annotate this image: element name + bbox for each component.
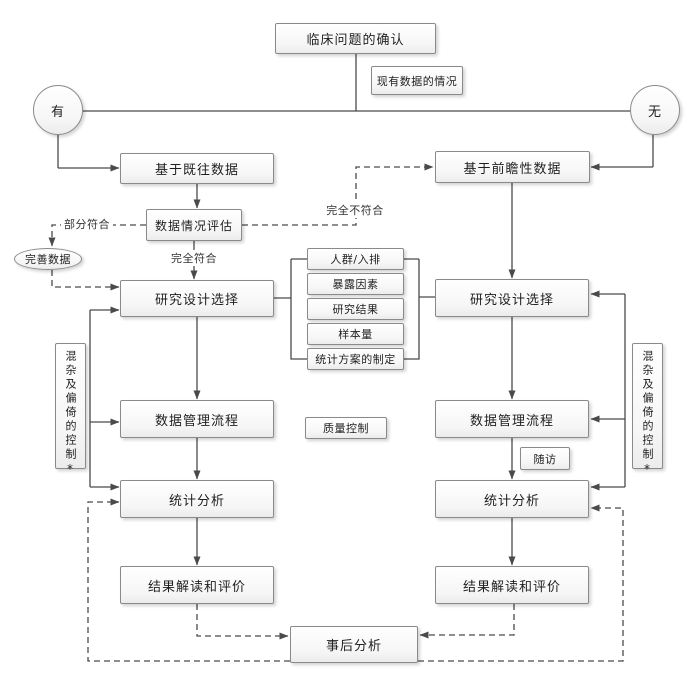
node-quality-control: 质量控制: [305, 417, 387, 439]
node-confounding-control-left: 混杂及偏倚的控制 *: [55, 343, 86, 475]
confounding-control-asterisk: *: [67, 462, 74, 476]
node-data-assessment: 数据情况评估: [146, 209, 242, 241]
node-clinical-question: 临床问题的确认: [275, 23, 436, 54]
node-statistical-analysis-left: 统计分析: [120, 480, 274, 518]
node-design-element-outcome: 研究结果: [307, 298, 404, 320]
node-design-element-population: 人群/入排: [307, 248, 404, 270]
node-statistical-analysis-right: 统计分析: [435, 480, 589, 518]
node-based-on-prospective-data: 基于前瞻性数据: [435, 151, 590, 183]
node-design-element-statistical-plan: 统计方案的制定: [307, 348, 404, 370]
node-branch-yes: 有: [33, 85, 83, 135]
confounding-control-text: 混杂及偏倚的控制: [64, 350, 77, 462]
node-improve-data: 完善数据: [14, 248, 82, 270]
node-study-design-right: 研究设计选择: [435, 279, 589, 317]
node-branch-no: 无: [630, 85, 680, 135]
node-result-interpretation-left: 结果解读和评价: [120, 566, 274, 604]
node-follow-up: 随访: [520, 447, 570, 470]
node-data-management-right: 数据管理流程: [435, 400, 589, 438]
edge-label-partially-meets: 部分符合: [61, 216, 113, 232]
node-data-management-left: 数据管理流程: [120, 400, 274, 438]
node-result-interpretation-right: 结果解读和评价: [435, 566, 589, 604]
node-post-hoc-analysis: 事后分析: [290, 626, 418, 663]
edge-label-fully-not-meets: 完全不符合: [323, 202, 387, 218]
node-study-design-left: 研究设计选择: [120, 280, 274, 317]
edge-label-fully-meets: 完全符合: [168, 250, 220, 266]
node-based-on-past-data: 基于既往数据: [120, 153, 274, 184]
confounding-control-asterisk: *: [644, 462, 651, 476]
node-confounding-control-right: 混杂及偏倚的控制 *: [632, 343, 663, 475]
node-existing-data-note: 现有数据的情况: [371, 66, 463, 95]
node-design-element-sample-size: 样本量: [307, 323, 404, 345]
confounding-control-text: 混杂及偏倚的控制: [641, 350, 654, 462]
node-design-element-exposure: 暴露因素: [307, 273, 404, 295]
